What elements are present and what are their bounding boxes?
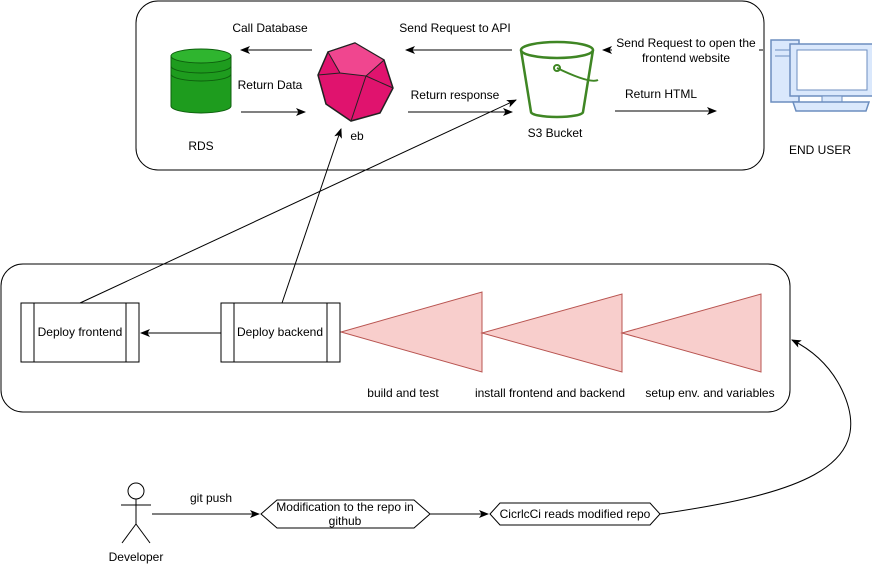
install-label: install frontend and backend xyxy=(475,386,625,400)
deploy-backend-box xyxy=(220,302,341,363)
s3-label: S3 Bucket xyxy=(528,126,583,140)
aws-container xyxy=(135,0,765,171)
send-request-open-label-1: Send Request to open the xyxy=(616,36,756,50)
rds-database-icon xyxy=(170,48,232,114)
circleci-to-pipeline-arrow xyxy=(659,339,852,515)
rds-label: RDS xyxy=(188,139,213,153)
eb-icon xyxy=(317,42,394,122)
return-data-label: Return Data xyxy=(238,78,303,92)
git-push-label: git push xyxy=(190,491,232,505)
return-html-label: Return HTML xyxy=(625,87,697,101)
build-and-test-label: build and test xyxy=(367,386,439,400)
send-request-open-label-2: frontend website xyxy=(642,51,730,65)
deploy-backend-label: Deploy backend xyxy=(237,325,323,339)
eb-label: eb xyxy=(350,129,364,143)
deploy-frontend-label: Deploy frontend xyxy=(38,325,123,339)
s3-bucket-icon xyxy=(519,40,599,119)
computer-icon xyxy=(770,39,872,112)
end-user-label: END USER xyxy=(789,143,851,157)
return-response-label: Return response xyxy=(411,88,500,102)
modification-label-1: Modification to the repo in xyxy=(276,500,413,514)
circleci-label: CicrlcCi reads modified repo xyxy=(500,507,651,521)
call-database-label: Call Database xyxy=(232,21,308,35)
modification-label-2: github xyxy=(329,514,362,528)
deploy-frontend-box xyxy=(20,302,140,363)
setup-label: setup env. and variables xyxy=(645,386,774,400)
developer-actor-icon xyxy=(121,482,151,544)
developer-label: Developer xyxy=(109,550,164,564)
deploy-frontend-to-s3-arrow xyxy=(79,99,517,304)
deploy-backend-to-eb-arrow xyxy=(281,128,342,304)
setup-stage xyxy=(620,293,762,373)
send-request-api-label: Send Request to API xyxy=(399,21,510,35)
build-and-test-stage xyxy=(339,291,483,373)
